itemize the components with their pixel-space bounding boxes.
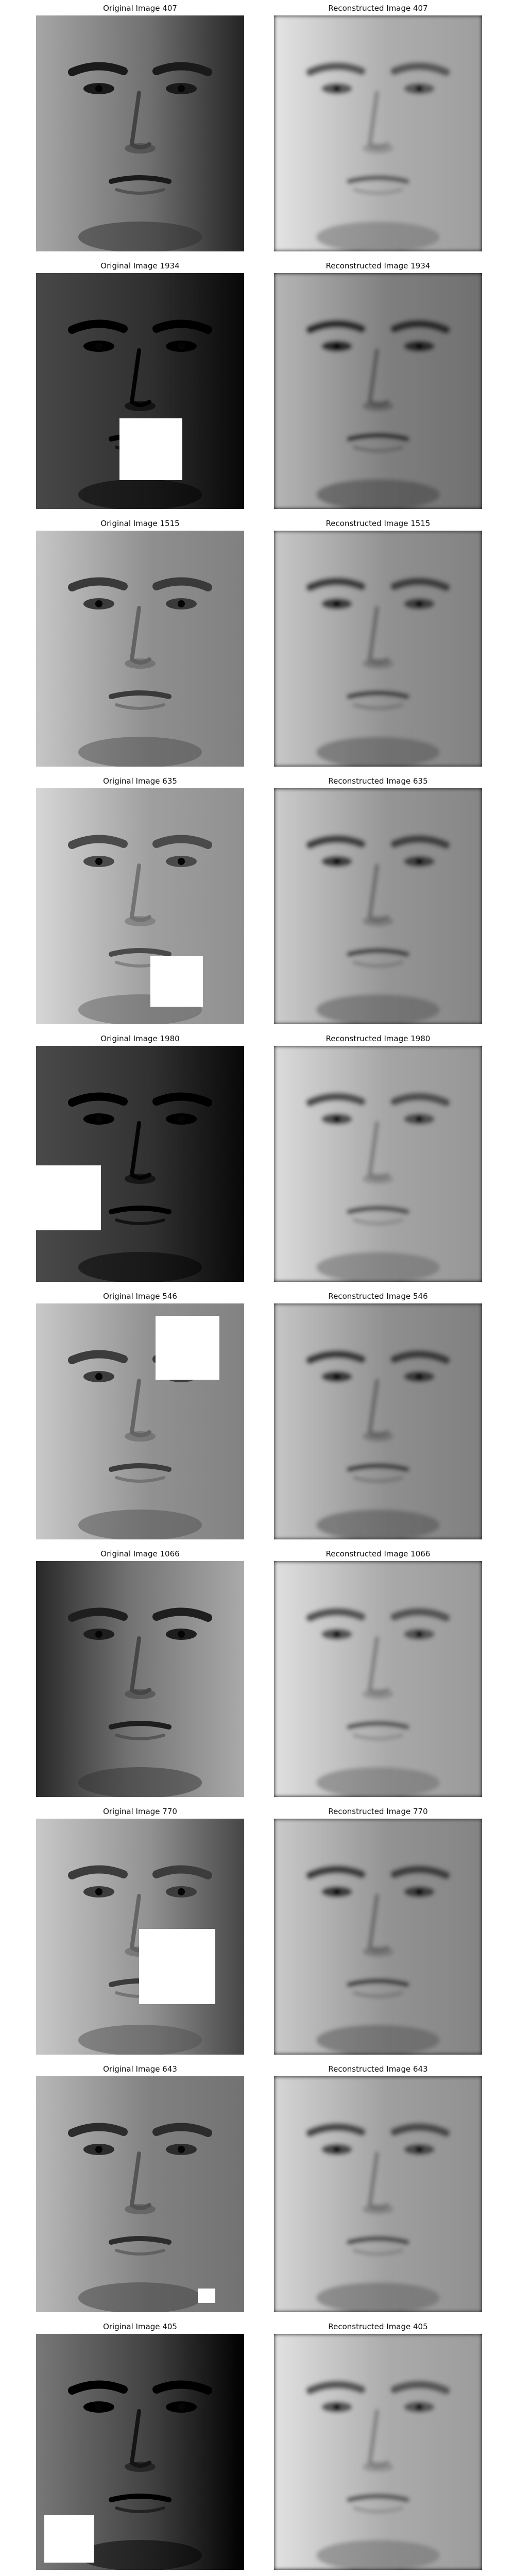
reconstructed-face-image xyxy=(274,788,482,1024)
reconstructed-face-image xyxy=(274,1303,482,1539)
reconstructed-face-image xyxy=(274,2334,482,2570)
reconstructed-image-title: Reconstructed Image 1934 xyxy=(325,261,431,270)
original-image-title: Original Image 407 xyxy=(103,4,177,13)
reconstructed-image-title: Reconstructed Image 1980 xyxy=(325,1034,431,1043)
reconstructed-face-image xyxy=(274,1561,482,1797)
occlusion-patch xyxy=(156,1316,219,1380)
original-face-image xyxy=(36,531,244,767)
reconstructed-image-title: Reconstructed Image 643 xyxy=(328,2064,428,2074)
original-face-image xyxy=(36,2334,244,2570)
occlusion-patch xyxy=(44,2515,94,2563)
reconstructed-image-title: Reconstructed Image 1515 xyxy=(325,519,431,528)
reconstructed-face-image xyxy=(274,1046,482,1282)
original-face-image xyxy=(36,1561,244,1797)
original-face-image xyxy=(36,15,244,251)
reconstructed-image-title: Reconstructed Image 546 xyxy=(328,1292,428,1301)
original-image-title: Original Image 546 xyxy=(103,1292,177,1301)
reconstructed-face-image xyxy=(274,15,482,251)
original-image-title: Original Image 635 xyxy=(103,776,177,786)
reconstructed-image-title: Reconstructed Image 405 xyxy=(328,2322,428,2331)
original-image-title: Original Image 1515 xyxy=(100,519,180,528)
occlusion-patch xyxy=(198,2289,215,2303)
original-face-image xyxy=(36,1819,244,2055)
original-face-image xyxy=(36,2076,244,2312)
occlusion-patch xyxy=(119,418,182,480)
reconstructed-image-title: Reconstructed Image 635 xyxy=(328,776,428,786)
occlusion-patch xyxy=(139,1929,215,2004)
reconstructed-face-image xyxy=(274,2076,482,2312)
original-image-title: Original Image 770 xyxy=(103,1807,177,1816)
reconstructed-image-title: Reconstructed Image 1066 xyxy=(325,1549,431,1558)
reconstructed-face-image xyxy=(274,1819,482,2055)
reconstructed-image-title: Reconstructed Image 770 xyxy=(328,1807,428,1816)
original-image-title: Original Image 405 xyxy=(103,2322,177,2331)
original-face-image xyxy=(36,273,244,509)
reconstructed-face-image xyxy=(274,273,482,509)
original-image-title: Original Image 1934 xyxy=(100,261,180,270)
original-image-title: Original Image 1980 xyxy=(100,1034,180,1043)
reconstructed-image-title: Reconstructed Image 407 xyxy=(328,4,428,13)
original-face-image xyxy=(36,1303,244,1539)
original-image-title: Original Image 643 xyxy=(103,2064,177,2074)
occlusion-patch xyxy=(150,956,203,1007)
occlusion-patch xyxy=(36,1165,101,1230)
original-image-title: Original Image 1066 xyxy=(100,1549,180,1558)
original-face-image xyxy=(36,788,244,1024)
original-face-image xyxy=(36,1046,244,1282)
reconstructed-face-image xyxy=(274,531,482,767)
